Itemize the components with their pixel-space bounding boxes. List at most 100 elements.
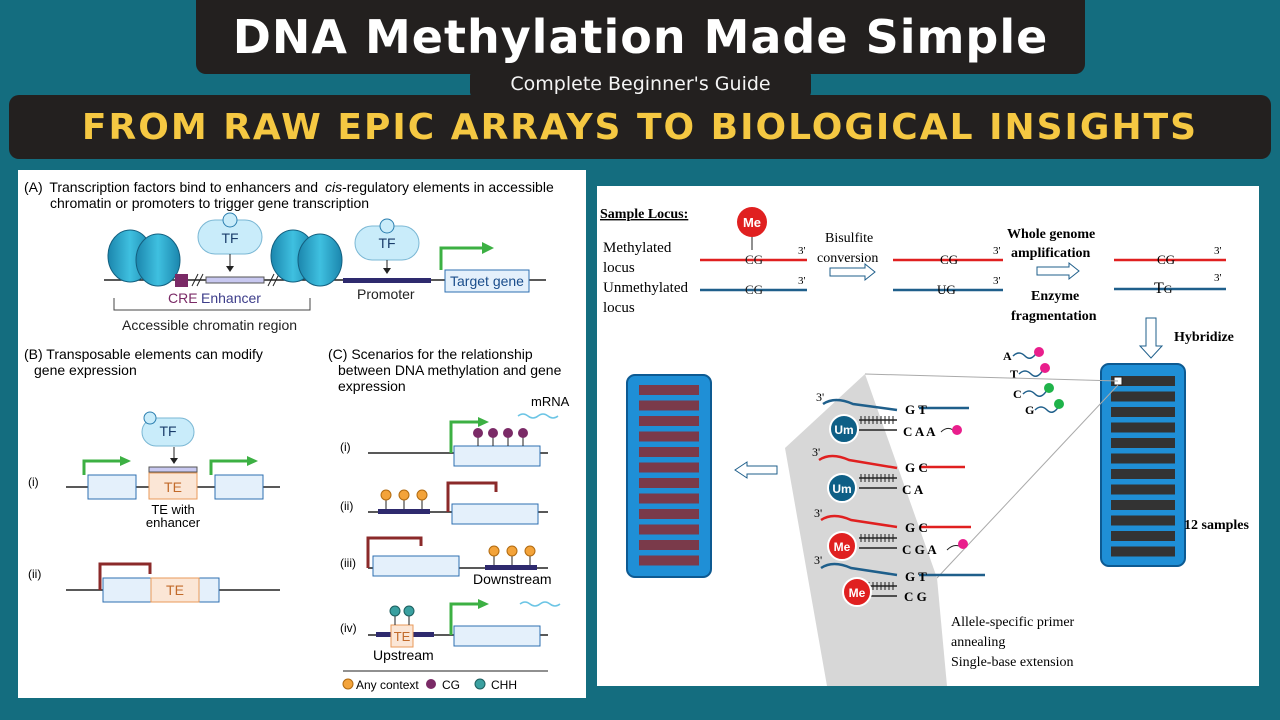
svg-text:TF: TF <box>378 235 395 251</box>
array-bar <box>639 555 699 566</box>
probe-unmethylated-1: 3' G T C A A Um <box>816 390 969 444</box>
free-primers: A T C G <box>1003 347 1064 417</box>
svg-text:3': 3' <box>798 275 806 287</box>
panel-a-title-line2: chromatin or promoters to trigger gene t… <box>50 195 369 211</box>
svg-text:CHH: CHH <box>491 678 517 692</box>
panel-c-title: (C) Scenarios for the relationship <box>328 346 533 362</box>
svg-text:Um: Um <box>832 482 851 496</box>
svg-text:Upstream: Upstream <box>373 647 434 663</box>
subtitle-box: Complete Beginner's Guide <box>470 70 811 98</box>
svg-text:UG: UG <box>937 282 956 297</box>
hybridize-arrow <box>1138 317 1164 359</box>
page-title: DNA Methylation Made Simple <box>232 10 1049 64</box>
svg-text:T: T <box>1010 367 1018 381</box>
array-bar <box>1111 453 1175 464</box>
title-box: DNA Methylation Made Simple <box>196 0 1085 74</box>
repressed-arrow-b2 <box>98 562 152 590</box>
accessible-bracket <box>113 298 311 311</box>
svg-text:G T: G T <box>905 402 927 417</box>
probe-methylated-1: 3' G C C G A Me <box>814 506 971 561</box>
svg-text:Enzyme: Enzyme <box>1031 289 1079 304</box>
svg-text:gene expression: gene expression <box>34 362 137 378</box>
svg-text:Single-base extension: Single-base extension <box>951 655 1073 670</box>
svg-text:mRNA: mRNA <box>531 394 570 409</box>
svg-text:Promoter: Promoter <box>357 286 415 302</box>
svg-text:TF: TF <box>221 230 238 246</box>
array-bar <box>1111 376 1175 386</box>
gene-box-b1-left <box>87 474 137 500</box>
array-bar <box>639 431 699 442</box>
array-bar <box>1111 500 1175 510</box>
tg-label: TG <box>1154 280 1173 297</box>
svg-text:Whole genome: Whole genome <box>1007 227 1095 242</box>
array-bar <box>639 385 699 395</box>
svg-text:C G: C G <box>904 589 927 604</box>
svg-text:Downstream: Downstream <box>473 571 552 587</box>
panel-b-title: (B) Transposable elements can modify <box>24 346 263 362</box>
banner: FROM RAW EPIC ARRAYS TO BIOLOGICAL INSIG… <box>9 95 1271 159</box>
svg-text:Target gene: Target gene <box>450 273 524 289</box>
svg-text:locus: locus <box>603 260 635 276</box>
array-chip-left-bars <box>639 385 699 566</box>
svg-text:C: C <box>1013 387 1022 401</box>
probe-unmethylated-2: 3' G C C A Um <box>812 445 965 503</box>
tf-bubble-b <box>141 417 195 447</box>
array-bar <box>1111 422 1175 433</box>
array-bar <box>639 524 699 535</box>
right-diagram-panel: Sample Locus: Methylated locus Unmethyla… <box>597 186 1259 686</box>
gene-box-b1-right <box>214 474 264 500</box>
cre-element <box>175 274 188 287</box>
te-box-b1 <box>148 472 198 500</box>
array-bar <box>1111 391 1175 402</box>
array-bar <box>639 478 699 488</box>
svg-text:Me: Me <box>834 540 851 554</box>
array-bar <box>1111 469 1175 479</box>
array-bar <box>639 540 699 550</box>
svg-text:Accessible chromatin region: Accessible chromatin region <box>122 317 297 333</box>
promoter-element <box>343 278 431 283</box>
array-bar <box>639 509 699 519</box>
svg-text:locus: locus <box>603 300 635 316</box>
svg-text:3': 3' <box>1214 245 1222 257</box>
svg-text:Any context: Any context <box>356 678 419 692</box>
array-bar <box>1111 531 1175 541</box>
svg-text:3': 3' <box>1214 272 1222 284</box>
svg-text:(i): (i) <box>28 475 39 489</box>
svg-text:TE: TE <box>394 629 411 644</box>
svg-text:Allele-specific primer: Allele-specific primer <box>951 615 1075 630</box>
transcription-arrow-a <box>439 246 484 270</box>
svg-text:G C: G C <box>905 520 928 535</box>
nucleosome-middle <box>270 229 343 287</box>
array-bar <box>639 400 699 411</box>
zoom-line-top <box>864 373 1119 382</box>
svg-text:Me: Me <box>743 215 761 230</box>
nucleosome-left <box>107 229 181 287</box>
page-subtitle: Complete Beginner's Guide <box>510 73 771 95</box>
svg-text:TE: TE <box>164 479 182 495</box>
svg-text:G: G <box>1025 403 1034 417</box>
svg-text:G C: G C <box>905 460 928 475</box>
svg-text:(iii): (iii) <box>340 556 356 570</box>
svg-text:enhancer: enhancer <box>146 515 201 530</box>
svg-text:C G A: C G A <box>902 542 937 557</box>
svg-text:(ii): (ii) <box>340 499 353 513</box>
svg-text:3': 3' <box>812 445 820 459</box>
svg-text:TE with: TE with <box>151 502 194 517</box>
array-bar <box>1111 407 1175 417</box>
svg-text:fragmentation: fragmentation <box>1011 309 1097 324</box>
methyl-marker <box>737 207 767 237</box>
array-bar <box>1111 438 1175 448</box>
svg-text:conversion: conversion <box>817 251 878 266</box>
left-diagram-panel: (A) Transcription factors bind to enhanc… <box>18 170 586 698</box>
array-chip-bars <box>1111 376 1175 557</box>
svg-text:CRE: CRE <box>168 290 198 306</box>
sample-locus-label: Sample Locus: <box>600 207 688 222</box>
svg-text:Enhancer: Enhancer <box>201 290 261 306</box>
svg-text:CG: CG <box>442 678 460 692</box>
svg-text:CG: CG <box>745 252 763 267</box>
svg-text:between DNA methylation and ge: between DNA methylation and gene <box>338 362 562 378</box>
te-box-b2 <box>150 577 200 603</box>
svg-text:Methylated: Methylated <box>603 240 672 256</box>
array-bar <box>1111 484 1175 495</box>
zoom-region <box>785 374 947 686</box>
